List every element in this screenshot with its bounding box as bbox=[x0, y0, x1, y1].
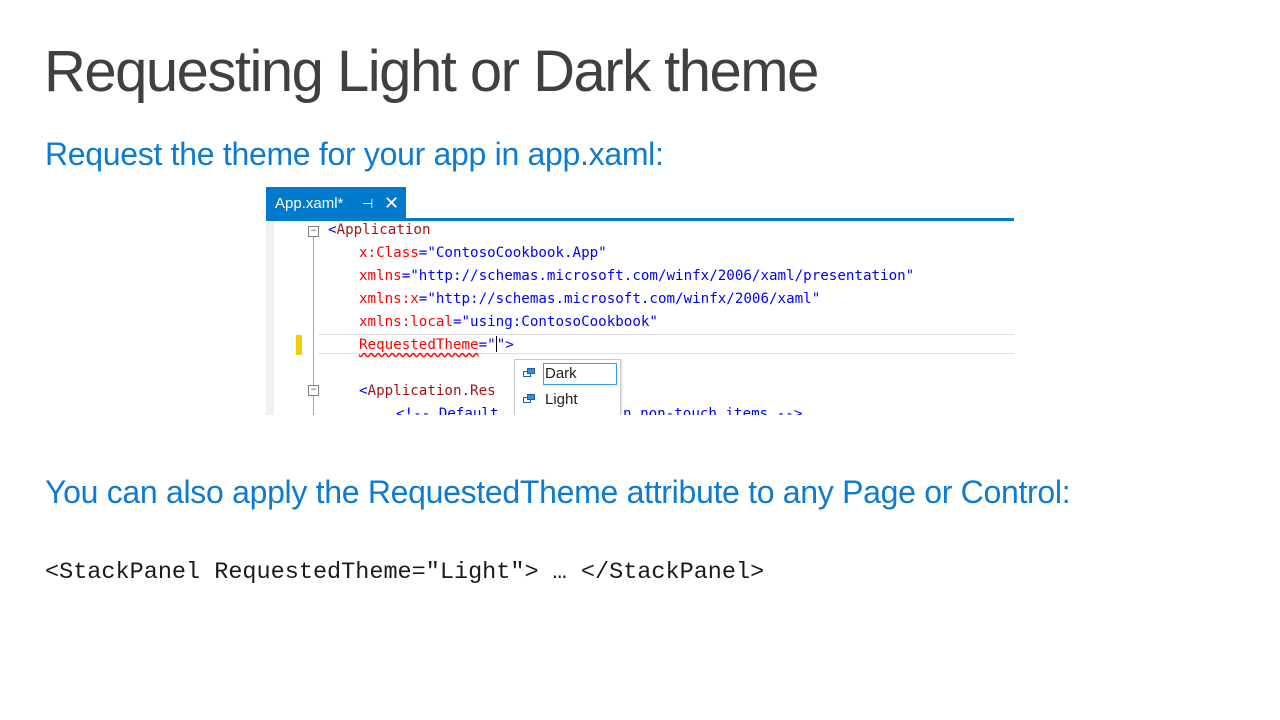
code-attribute-name: xmlns:x bbox=[359, 291, 419, 307]
code-line[interactable]: x:Class="ContosoCookbook.App" bbox=[359, 242, 607, 265]
code-equals: = bbox=[401, 268, 411, 284]
code-sample: <StackPanel RequestedTheme="Light"> … </… bbox=[45, 559, 765, 586]
tab-label: App.xaml* bbox=[275, 195, 344, 212]
close-icon[interactable]: ✕ bbox=[384, 193, 400, 213]
code-quote: " bbox=[496, 337, 506, 353]
autocomplete-item-label: Light bbox=[545, 391, 578, 408]
editor-margin bbox=[266, 221, 274, 415]
fold-guide-line bbox=[313, 237, 314, 415]
body-text: You can also apply the RequestedTheme at… bbox=[45, 474, 1071, 510]
code-attribute-value: "http://schemas.microsoft.com/winfx/2006… bbox=[410, 268, 915, 284]
code-comment-bracket: n non-touch items --> bbox=[623, 406, 803, 415]
code-line[interactable]: xmlns="http://schemas.microsoft.com/winf… bbox=[359, 265, 914, 288]
code-line[interactable]: xmlns:local="using:ContosoCookbook" bbox=[359, 311, 658, 334]
code-line[interactable]: <!-- Default bbox=[396, 403, 499, 415]
editor-tab-strip: App.xaml* ⊣ ✕ bbox=[266, 187, 1014, 221]
code-attribute-value: "using:ContosoCookbook" bbox=[461, 314, 658, 330]
autocomplete-item-label: Dark bbox=[545, 365, 577, 382]
slide-subtitle: Request the theme for your app in app.xa… bbox=[45, 136, 664, 172]
pin-icon[interactable]: ⊣ bbox=[362, 196, 374, 211]
tab-strip-accent-line bbox=[266, 218, 1014, 221]
code-quote: " bbox=[487, 337, 496, 353]
enum-value-icon bbox=[523, 394, 535, 403]
autocomplete-popup[interactable]: Dark Light bbox=[514, 359, 621, 415]
code-bracket: < bbox=[328, 222, 337, 238]
code-line[interactable]: <Application.Res bbox=[359, 380, 496, 403]
code-element-name: Application bbox=[336, 222, 431, 238]
code-comment-bracket: <!-- Default bbox=[396, 406, 499, 415]
code-attribute-value: "ContosoCookbook.App" bbox=[427, 245, 607, 261]
code-line[interactable]: <Application bbox=[328, 219, 431, 242]
unsaved-change-marker bbox=[296, 335, 302, 355]
code-line[interactable]: xmlns:x="http://schemas.microsoft.com/wi… bbox=[359, 288, 820, 311]
code-line-fragment[interactable]: n non-touch items --> bbox=[623, 403, 802, 415]
fold-collapse-icon[interactable]: − bbox=[308, 385, 319, 396]
code-attribute-name: xmlns:local bbox=[359, 314, 453, 330]
enum-value-icon bbox=[523, 368, 535, 377]
code-equals: = bbox=[418, 291, 428, 307]
code-attribute-name: xmlns bbox=[359, 268, 402, 284]
text-caret bbox=[495, 336, 497, 352]
code-attribute-value: "http://schemas.microsoft.com/winfx/2006… bbox=[427, 291, 821, 307]
code-bracket: > bbox=[505, 337, 514, 353]
code-bracket: < bbox=[359, 383, 368, 399]
current-line-highlight bbox=[318, 334, 1014, 354]
tab-app-xaml[interactable]: App.xaml* ⊣ ✕ bbox=[266, 187, 406, 221]
code-equals: = bbox=[418, 245, 428, 261]
editor-screenshot: App.xaml* ⊣ ✕ − − <Application x:Class="… bbox=[266, 187, 1014, 415]
code-element-name: Application.Res bbox=[367, 383, 496, 399]
code-attribute-name-error: RequestedTheme bbox=[359, 337, 479, 353]
code-equals: = bbox=[452, 314, 462, 330]
code-line-current[interactable]: RequestedTheme=""> bbox=[359, 334, 514, 357]
code-equals: = bbox=[478, 337, 488, 353]
slide-title: Requesting Light or Dark theme bbox=[44, 39, 819, 104]
selection-highlight bbox=[543, 363, 617, 385]
code-attribute-name: x:Class bbox=[359, 245, 419, 261]
autocomplete-item-dark[interactable]: Dark bbox=[517, 362, 618, 386]
autocomplete-item-light[interactable]: Light bbox=[517, 388, 618, 412]
fold-collapse-icon[interactable]: − bbox=[308, 226, 319, 237]
